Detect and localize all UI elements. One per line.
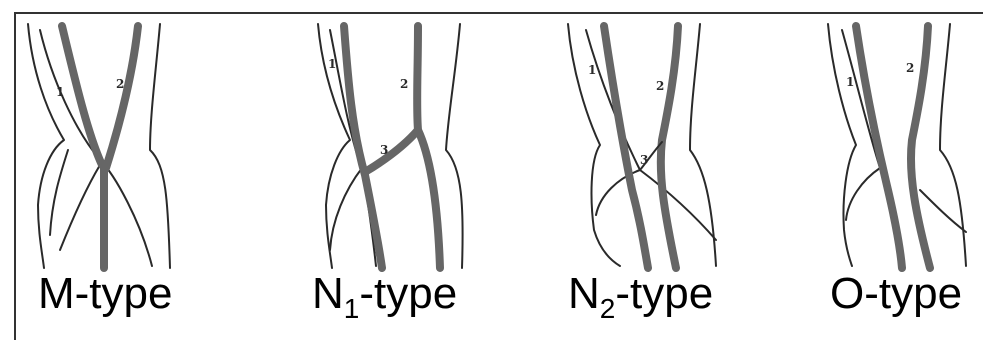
panel-n1-label-3: 3 (380, 143, 388, 157)
caption-n1-prefix: N (312, 269, 344, 318)
panel-n1-vein-1 (330, 30, 376, 266)
caption-o-type: O-type (830, 272, 962, 316)
panel-m-vein-branch (60, 165, 100, 250)
panel-m-label-1: 1 (56, 85, 64, 99)
panel-n1-vein-right (417, 26, 440, 268)
panel-n1-vein-3-cross (365, 130, 418, 172)
caption-m-text: M-type (38, 269, 172, 318)
caption-n2-type: N2-type (568, 272, 713, 316)
panel-n2-vein-2 (604, 26, 648, 268)
panel-n1-vein-2 (344, 26, 382, 268)
panel-n1-outline-right (446, 24, 463, 268)
caption-m-type: M-type (38, 272, 172, 316)
caption-n2-suffix: -type (615, 269, 713, 318)
panel-m-outline-right (150, 24, 170, 268)
panel-o-label-2: 2 (906, 61, 914, 75)
panel-m-vein-2 (62, 26, 138, 268)
panel-n2-label-2: 2 (656, 79, 664, 93)
caption-n1-type: N1-type (312, 272, 457, 316)
panel-n2-type: 1 2 3 (568, 24, 716, 268)
panel-n2-label-3: 3 (640, 153, 648, 167)
panel-o-forearm-curve (846, 168, 880, 220)
caption-n2-prefix: N (568, 269, 600, 318)
panel-o-vein-2 (856, 26, 902, 268)
panel-n2-vein-right (661, 26, 678, 268)
caption-n2-subscript: 2 (600, 293, 616, 324)
panel-m-type: 1 2 (28, 24, 170, 268)
panel-m-forearm-curve (50, 150, 68, 235)
panel-o-type: 1 2 (828, 24, 966, 268)
panel-o-outline-left (828, 24, 856, 266)
panel-n1-type: 1 2 3 (318, 24, 463, 268)
caption-n1-subscript: 1 (344, 293, 360, 324)
panel-m-outline-left (28, 24, 64, 268)
panel-n2-outline-right (690, 24, 716, 266)
caption-n1-suffix: -type (359, 269, 457, 318)
caption-o-text: O-type (830, 269, 962, 318)
panel-n1-label-2: 2 (400, 77, 408, 91)
panel-n2-label-1: 1 (588, 63, 596, 77)
panel-n1-forearm-curve (330, 168, 362, 250)
panel-o-label-1: 1 (846, 75, 854, 89)
panel-m-label-2: 2 (116, 77, 124, 91)
panel-n1-label-1: 1 (328, 57, 336, 71)
